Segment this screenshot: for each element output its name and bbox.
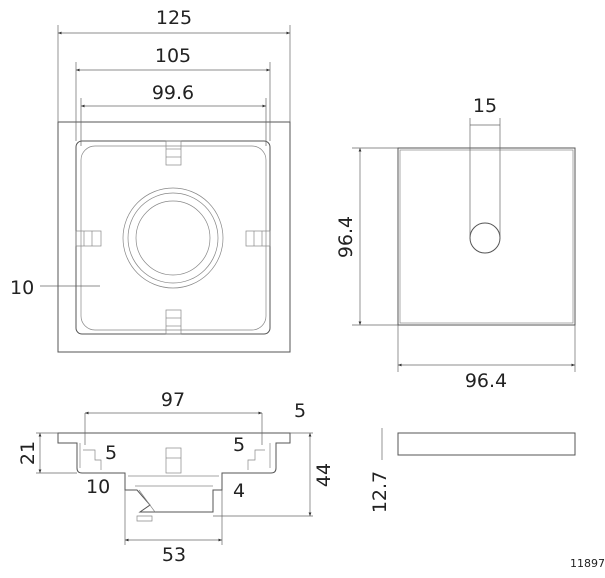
drawing-number: 11897 — [570, 557, 605, 570]
top-view: 125 105 99.6 10 — [10, 7, 291, 353]
dim-96-4-horizontal: 96.4 — [465, 370, 507, 392]
dim-105: 105 — [155, 45, 191, 67]
dim-10-side: 10 — [86, 476, 110, 498]
dim-4: 4 — [233, 480, 245, 502]
dim-125: 125 — [156, 7, 192, 29]
dim-5-right: 5 — [233, 434, 245, 456]
clip-tabs — [75, 140, 271, 335]
grate-side-view: 12.7 — [369, 428, 576, 513]
dim-44: 44 — [313, 463, 335, 487]
dim-96-4-vertical: 96.4 — [335, 216, 357, 258]
dim-15: 15 — [473, 95, 497, 117]
dim-5-left: 5 — [105, 442, 117, 464]
dim-53: 53 — [162, 544, 186, 566]
side-view: 97 5 5 5 21 10 4 44 53 — [17, 389, 335, 566]
dim-21: 21 — [17, 441, 39, 465]
dim-97: 97 — [161, 389, 185, 411]
dim-99-6: 99.6 — [152, 82, 194, 104]
dim-5-top-right: 5 — [294, 400, 306, 422]
dim-10-top: 10 — [10, 277, 34, 299]
grate-view: 15 96.4 96.4 — [335, 95, 576, 392]
dim-12-7: 12.7 — [369, 471, 391, 513]
